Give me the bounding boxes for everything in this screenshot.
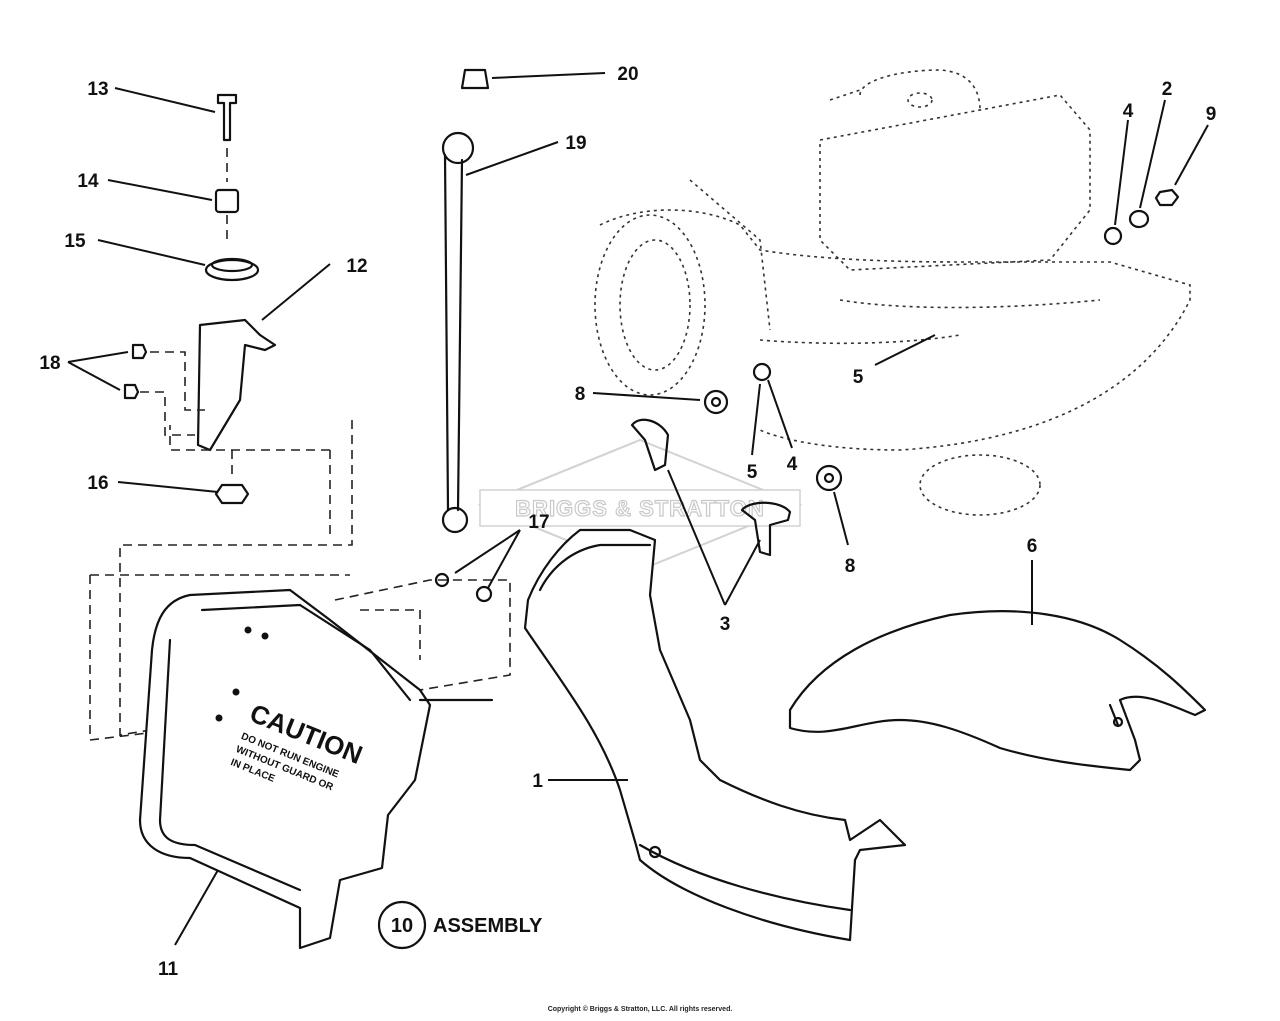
hardware	[630, 188, 1180, 557]
callout-16: 16	[87, 473, 108, 494]
callout-9: 9	[1206, 104, 1217, 125]
callout-14: 14	[77, 171, 99, 192]
knob-20-shape	[460, 68, 490, 90]
assembly-circle	[377, 900, 427, 950]
assembly-text: ASSEMBLY	[433, 915, 543, 937]
callout-18: 18	[39, 353, 60, 374]
callout-17: 17	[528, 512, 549, 533]
screw-18b-shape	[123, 383, 140, 400]
watermark: BRIGGS & STRATTON	[477, 438, 803, 572]
callout-8-right: 8	[845, 556, 856, 577]
callout-4-top: 4	[1123, 101, 1134, 122]
bracket-12-shape	[196, 318, 277, 452]
bracket-assembly	[123, 93, 277, 505]
callouts: 1 2 3 4 4 5 5 6 8 8 9 11 12 13 14 15 16 …	[39, 64, 1216, 980]
bolt-13-shape	[216, 93, 238, 142]
callout-1: 1	[532, 771, 543, 792]
callout-19: 19	[565, 133, 586, 154]
callout-12: 12	[346, 256, 367, 277]
callout-13: 13	[87, 79, 108, 100]
rod-assembly	[441, 68, 490, 534]
guard-assembly: CAUTION DO NOT RUN ENGINE WITHOUT GUARD …	[138, 588, 494, 950]
washers-17	[434, 572, 493, 603]
callout-5-left: 5	[747, 462, 758, 483]
callout-5-right: 5	[853, 367, 864, 388]
watermark-text: BRIGGS & STRATTON	[515, 496, 765, 521]
leader-lines	[67, 72, 1209, 946]
callout-6: 6	[1027, 536, 1038, 557]
routing-lines	[89, 420, 511, 741]
chute-1-shape	[523, 528, 907, 942]
wing-nut-3a	[630, 418, 670, 472]
wing-nut-3b	[740, 501, 792, 557]
callout-4-bottom: 4	[787, 454, 798, 475]
callout-11: 11	[158, 959, 179, 980]
nut-16-shape	[214, 483, 250, 505]
assembly-number: 10	[391, 915, 413, 937]
callout-3: 3	[720, 614, 731, 635]
screw-18a-shape	[131, 343, 148, 360]
callout-8-left: 8	[575, 384, 586, 405]
callout-20: 20	[617, 64, 638, 85]
assembly-label: 10 ASSEMBLY	[377, 900, 543, 950]
callout-2: 2	[1162, 79, 1173, 100]
shield-6-shape	[788, 610, 1207, 772]
bushing-14-shape	[214, 188, 240, 214]
mower-body	[594, 69, 1191, 516]
copyright-notice: Copyright © Briggs & Stratton, LLC. All …	[547, 1006, 733, 1013]
callout-15: 15	[64, 231, 86, 252]
